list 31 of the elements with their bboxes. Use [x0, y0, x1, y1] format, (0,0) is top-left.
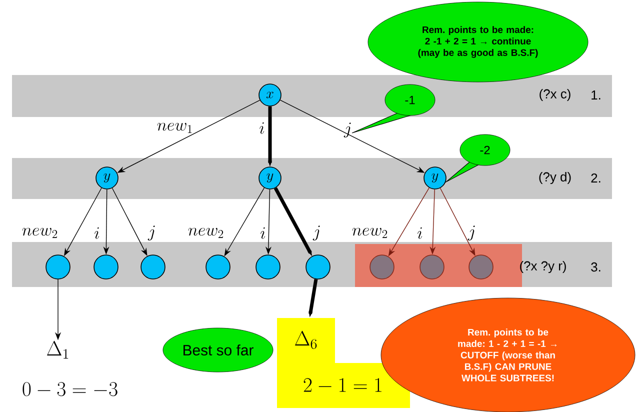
level-label: (?y d) — [539, 172, 571, 184]
delta-label: $\Delta_1$ — [47, 340, 68, 359]
node-circle — [370, 254, 394, 280]
node-circle — [46, 254, 70, 280]
edge-label: $i$ — [94, 227, 99, 239]
node-circle — [468, 254, 494, 280]
level-label: (?x ?y r) — [520, 260, 566, 274]
level-label: 2. — [591, 173, 600, 183]
node-circle — [140, 254, 166, 280]
node-circle — [420, 254, 444, 280]
level-label: 1. — [592, 90, 600, 100]
edge-label: $new_2$ — [188, 228, 224, 238]
edge-label: $j$ — [312, 226, 320, 240]
level-label: 3. — [591, 262, 600, 272]
speech-bubble: -1 — [352, 84, 436, 134]
edge-label: $i$ — [260, 122, 264, 134]
node-circle — [94, 254, 118, 280]
edge-label: $j$ — [468, 226, 475, 240]
node-circle — [306, 254, 330, 280]
speech-bubble: -2 — [444, 134, 510, 184]
node-circle — [256, 254, 280, 280]
highlight-box: $\Delta_6$ $2 - 1 = 1$ — [277, 318, 410, 408]
edge-label: $new_2$ — [22, 228, 58, 238]
edge-label: $i$ — [418, 227, 422, 239]
edge-label: $new_1$ — [157, 122, 192, 133]
edge-label: $j$ — [344, 122, 351, 138]
edge-label: $j$ — [148, 226, 155, 240]
edge-label: $new_2$ — [352, 228, 388, 238]
node-circle — [206, 254, 230, 280]
score-formula: $0 - 3 = -3$ — [22, 382, 118, 396]
edge-label: $i$ — [260, 227, 265, 239]
